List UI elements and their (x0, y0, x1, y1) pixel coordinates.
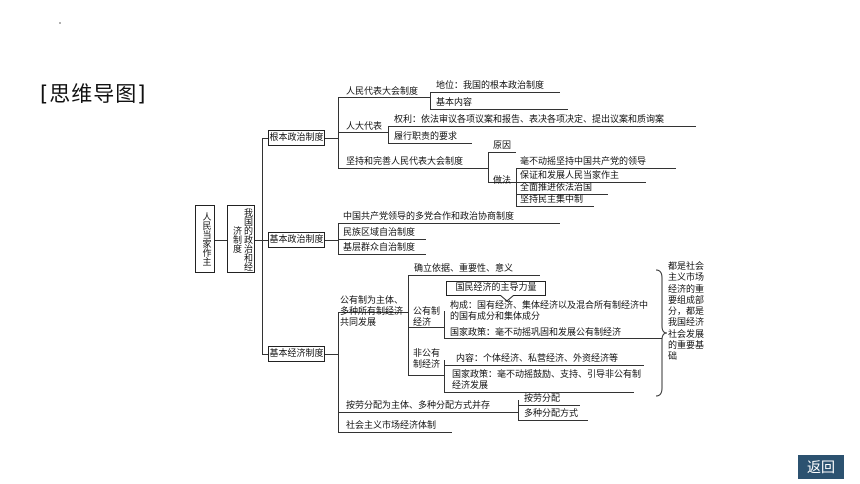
basic-political-item: 基层群众自治制度 (343, 243, 416, 253)
fundamental-political-node: 根本政治制度 (268, 130, 325, 146)
connector (408, 275, 409, 375)
connector (488, 152, 489, 182)
uphold-text: 坚持和完善人民代表大会制度 (346, 157, 464, 167)
connector (338, 412, 518, 413)
nonpublic-content-text: 内容：个体经济、私营经济、外资经济等 (456, 354, 619, 364)
connector (338, 254, 426, 255)
connector (215, 240, 227, 241)
market-economy-text: 社会主义市场经济体制 (346, 421, 437, 431)
nonpublic-policy-text: 国家政策：毫不动摇鼓励、支持、引导非公有制经济发展 (452, 370, 642, 391)
deputies-text: 人大代表 (346, 122, 383, 132)
connector (408, 275, 540, 276)
basic-content-text: 基本内容 (436, 98, 473, 108)
basic-political-item: 民族区域自治制度 (343, 228, 416, 238)
decorative-dot (59, 22, 61, 24)
connector (488, 152, 516, 153)
basic-economic-node: 基本经济制度 (268, 346, 325, 362)
basis-text: 确立依据、重要性、意义 (414, 264, 514, 274)
connector (516, 194, 608, 195)
ownership-text: 公有制为主体、多种所有制经济共同发展 (340, 296, 404, 328)
method-text: 做法 (493, 176, 512, 186)
connector (516, 182, 646, 183)
connector (325, 240, 338, 241)
connector (430, 109, 568, 110)
connector (430, 92, 431, 109)
reason-text: 原因 (493, 141, 512, 151)
connector (488, 182, 516, 183)
connector (388, 126, 696, 127)
connector (444, 338, 662, 339)
connector (444, 360, 445, 392)
public-economy-text: 公有制经济 (413, 307, 441, 328)
connector (338, 312, 408, 313)
connector (255, 240, 268, 241)
basic-political-item: 中国共产党领导的多党合作和政治协商制度 (343, 212, 515, 222)
leading-force-box: 国民经济的主导力量 (446, 281, 546, 296)
brace-shape (655, 269, 668, 397)
connector (518, 420, 588, 421)
connector (338, 239, 426, 240)
method-item: 坚持民主集中制 (520, 195, 584, 205)
nonpublic-economy-text: 非公有制经济 (413, 349, 441, 370)
connector (338, 168, 488, 169)
connector (338, 312, 339, 432)
theme-node: 我国的政治和经济制度 (227, 205, 255, 273)
connector (444, 365, 644, 366)
connector (516, 168, 517, 206)
multiple-distribution-text: 多种分配方式 (524, 409, 579, 419)
conclusion-text: 都是社会主义市场经济的重要组成部分，都是我国经济社会发展的重要基础 (668, 262, 705, 363)
connector (338, 132, 388, 133)
connector (518, 400, 519, 420)
method-item: 毫不动摇坚持中国共产党的领导 (520, 157, 647, 167)
public-policy-text: 国家政策：毫不动摇巩固和发展公有制经济 (450, 328, 622, 338)
connector (325, 138, 338, 139)
connector (516, 168, 676, 169)
status-text: 地位：我国的根本政治制度 (436, 81, 545, 91)
method-item: 全面推进依法治国 (520, 183, 593, 193)
connector (325, 354, 338, 355)
connector (444, 311, 445, 338)
duties-text: 履行职责的要求 (394, 132, 458, 142)
connector (338, 432, 452, 433)
npc-system-text: 人民代表大会制度 (346, 87, 419, 97)
powers-text: 权利：依法审议各项议案和报告、表决各项决定、提出议案和质询案 (394, 115, 665, 125)
connector (338, 223, 560, 224)
connector (444, 392, 634, 393)
by-labor-text: 按劳分配 (524, 394, 561, 404)
basic-political-node: 基本政治制度 (268, 232, 325, 248)
connector (516, 206, 594, 207)
connector (388, 143, 472, 144)
connector (338, 223, 339, 254)
connector (262, 354, 268, 355)
method-item: 保证和发展人民当家作主 (520, 171, 620, 181)
root-node: 人民当家作主 (195, 205, 215, 273)
connector (408, 327, 444, 328)
composition-text: 构成：国有经济、集体经济以及混合所有制经济中的国有成分和集体成分 (450, 301, 649, 322)
distribution-text: 按劳分配为主体、多种分配方式并存 (346, 401, 491, 411)
connector (388, 126, 389, 143)
connector (430, 92, 560, 93)
connector (338, 97, 430, 98)
connector (408, 375, 444, 376)
back-button[interactable]: 返回 (798, 455, 844, 479)
connector (262, 138, 268, 139)
connector (518, 405, 580, 406)
connector (262, 138, 263, 354)
pointer-shape (500, 295, 514, 302)
page-title: [思维导图] (40, 82, 147, 106)
